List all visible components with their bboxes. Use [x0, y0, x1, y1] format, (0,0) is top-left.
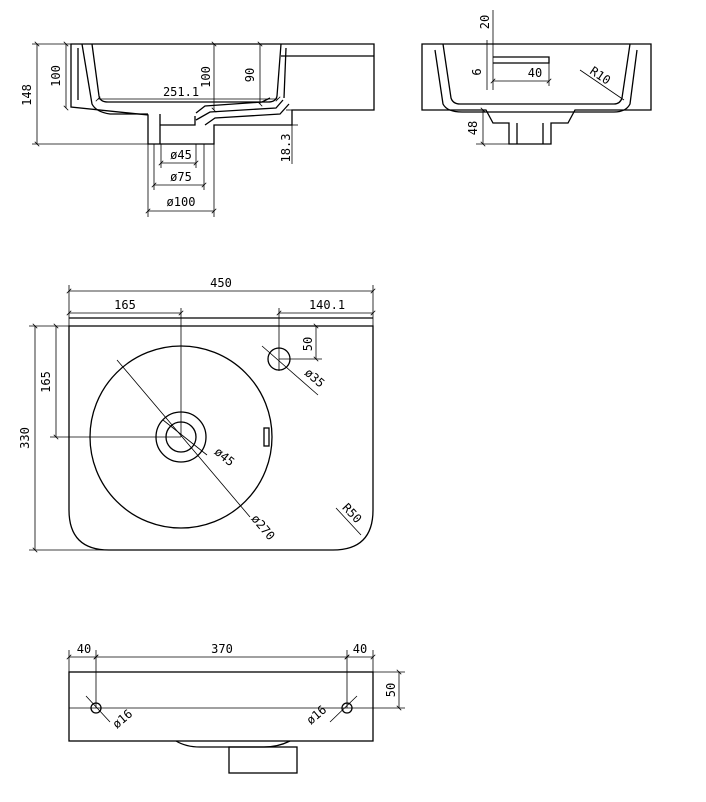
dim-d16-left-label: ø16	[110, 707, 136, 732]
dim-90-label: 90	[243, 68, 257, 82]
dim-d35-leader	[261, 345, 319, 396]
dim-6-label: 6	[470, 68, 484, 75]
dim-165-top-label: 165	[114, 298, 136, 312]
dim-d45-label: ø45	[170, 148, 192, 162]
dim-450-label: 450	[210, 276, 232, 290]
end-overflow-slot	[493, 56, 550, 64]
dim-40-left-label: 40	[77, 642, 91, 656]
dim-100-center-label: 100	[199, 66, 213, 88]
dim-d16-right-label: ø16	[304, 703, 330, 728]
dim-330-label: 330	[18, 427, 32, 449]
rear-view: 40 370 40 50 ø16 ø16	[66, 642, 405, 774]
dim-40-label: 40	[528, 66, 542, 80]
rear-waste	[228, 746, 298, 774]
dim-370-label: 370	[211, 642, 233, 656]
dim-d45-top-label: ø45	[212, 445, 238, 470]
rear-bowl-bottom	[175, 740, 291, 748]
top-plan-view: 450 165 140.1 50 ø35 165 330 ø45 ø270 R5…	[18, 276, 376, 553]
end-view-outline	[421, 43, 652, 145]
side-section-view: 148 100 100 90 251.1 18.3 ø45 ø75 ø100	[20, 41, 375, 217]
dim-d270-leader	[116, 359, 251, 518]
dim-20-label: 20	[478, 15, 492, 29]
dim-rear-50-label: 50	[384, 683, 398, 697]
dim-d100-label: ø100	[167, 195, 196, 209]
rear-view-body	[68, 671, 374, 742]
dim-r10-label: R10	[587, 64, 613, 88]
dim-148-label: 148	[20, 84, 34, 106]
dim-d45-leader	[162, 419, 208, 456]
dim-d35-label: ø35	[302, 366, 328, 391]
dim-r50-leader	[335, 507, 362, 536]
side-bowl-outer	[81, 43, 148, 115]
end-bowl-outer	[434, 49, 638, 113]
side-view-outline	[70, 43, 375, 145]
end-section-view: 20 6 40 R10 48	[421, 10, 652, 147]
dim-d16-left-leader	[85, 695, 111, 723]
top-view-outline	[68, 325, 374, 551]
end-bowl-inner	[442, 43, 631, 105]
side-waste-inner	[159, 114, 196, 144]
dim-50-label: 50	[301, 337, 315, 351]
dim-r10-leader	[579, 69, 625, 101]
dim-r50-label: R50	[339, 501, 364, 526]
dim-d270-label: ø270	[248, 512, 277, 543]
dim-100-left-label: 100	[49, 65, 63, 87]
dim-d16-right-leader	[329, 695, 358, 723]
dim-48-label: 48	[466, 121, 480, 135]
top-overflow-slot	[263, 427, 270, 447]
dim-d75-label: ø75	[170, 170, 192, 184]
dim-251-1-label: 251.1	[163, 85, 199, 99]
dim-18-3-label: 18.3	[279, 134, 293, 163]
dim-165-left-label: 165	[39, 371, 53, 393]
side-wall-inner-right	[283, 47, 287, 99]
dim-40-right-label: 40	[353, 642, 367, 656]
dim-140-1-label: 140.1	[309, 298, 345, 312]
